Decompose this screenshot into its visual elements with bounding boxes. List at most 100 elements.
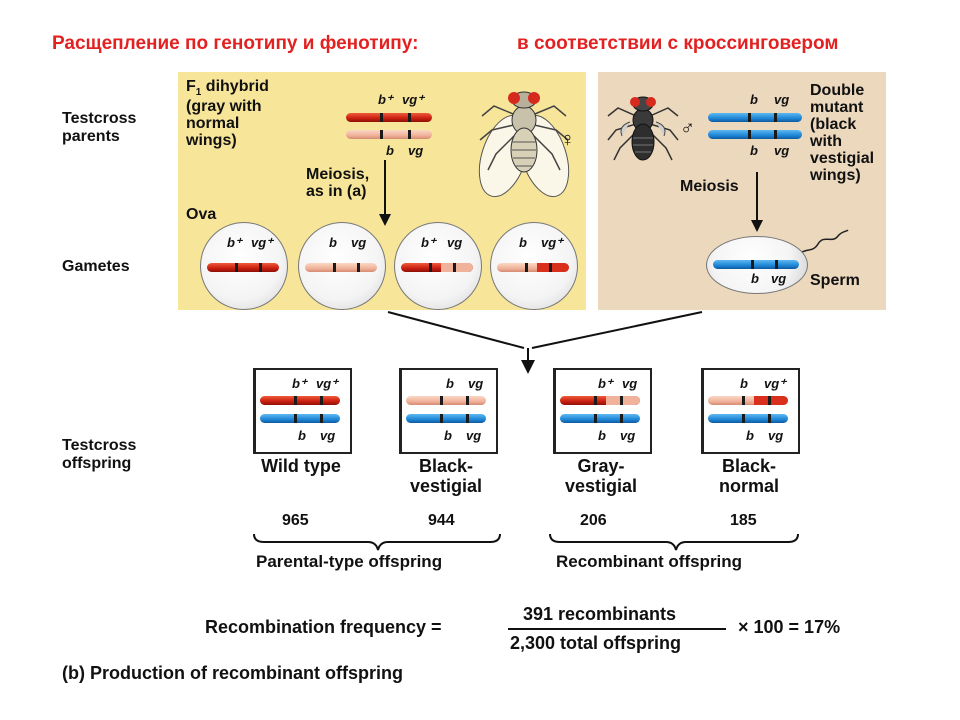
- ovum-2-chromosome: [305, 263, 377, 272]
- meiosis-label-left: Meiosis, as in (a): [306, 166, 369, 200]
- offspring-2-allele-bottom-vg: vg: [466, 428, 482, 443]
- sperm-label: Sperm: [810, 272, 860, 289]
- offspring-1-allele-bottom-b: b: [298, 428, 306, 443]
- offspring-1-allele-top-b: b⁺: [292, 376, 307, 391]
- ovum-1-allele-vg: vg⁺: [251, 235, 274, 250]
- formula-label: Recombination frequency =: [205, 617, 442, 637]
- ovum-1: b⁺ vg⁺: [200, 222, 288, 310]
- count-gray-vestigial: 206: [580, 512, 607, 529]
- offspring-3-allele-bottom-b: b: [598, 428, 606, 443]
- sperm-allele-b: b: [751, 271, 759, 286]
- ovum-4-chromosome: [497, 263, 569, 272]
- male-desc-line3: (black: [810, 116, 857, 133]
- grouping-braces-icon: [253, 533, 799, 551]
- phenotype-4-line2: normal: [718, 476, 779, 496]
- recombinant-label: Recombinant offspring: [556, 552, 743, 571]
- offspring-3-allele-bottom-vg: vg: [620, 428, 636, 443]
- male-desc-line1: Double: [810, 82, 865, 99]
- f1-desc-line3: wings): [186, 132, 237, 149]
- offspring-2-chromosome-top: [406, 396, 486, 405]
- phenotype-3-line1: Gray-: [577, 456, 625, 476]
- label-gametes: Gametes: [62, 258, 130, 275]
- meiosis-arrow-left-icon: [379, 160, 391, 226]
- male-allele-vg-bottom: vg: [774, 143, 790, 158]
- offspring-1-allele-bottom-vg: vg: [320, 428, 336, 443]
- offspring-4-allele-top-vg: vg⁺: [764, 376, 787, 391]
- sperm-tail-icon: [795, 229, 849, 259]
- sperm-chromosome: [713, 260, 799, 269]
- label-testcross-offspring-line1: Testcross: [62, 437, 137, 454]
- f1-desc-line2: normal: [186, 115, 240, 132]
- offspring-1-chromosome-bottom: [260, 414, 340, 423]
- phenotype-gray-vestigial: Gray- vestigial: [536, 456, 666, 496]
- double-mutant-description: Double mutant (black with vestigial wing…: [810, 82, 874, 184]
- offspring-3-chromosome-top: [560, 396, 640, 405]
- offspring-3-allele-top-b: b⁺: [598, 376, 613, 391]
- male-desc-line4: with: [810, 133, 842, 150]
- label-testcross-parents-line1: Testcross: [62, 110, 137, 127]
- gray-fly-icon: [478, 91, 570, 198]
- male-allele-vg-top: vg: [774, 92, 790, 107]
- label-testcross-offspring: Testcross offspring: [62, 437, 136, 473]
- offspring-4-allele-top-b: b: [740, 376, 748, 391]
- ovum-2-allele-vg: vg: [351, 235, 367, 250]
- offspring-2-allele-bottom-b: b: [444, 428, 452, 443]
- meiosis-arrow-right-icon: [751, 172, 763, 232]
- offspring-2-chromosome-bottom: [406, 414, 486, 423]
- phenotype-black-vestigial: Black- vestigial: [381, 456, 511, 496]
- ovum-1-chromosome: [207, 263, 279, 272]
- offspring-3-allele-top-vg: vg: [622, 376, 638, 391]
- phenotype-black-normal: Black- normal: [684, 456, 814, 496]
- offspring-box-wild-type: b⁺ vg⁺ b vg: [253, 368, 352, 454]
- male-allele-b-top: b: [750, 92, 758, 107]
- male-chromosome-1: [708, 113, 802, 122]
- male-parent-panel: ♂ b vg b vg Double mutant (black with ve…: [598, 72, 886, 310]
- fraction-bar: [508, 628, 726, 630]
- ovum-1-allele-b: b⁺: [227, 235, 242, 250]
- phenotype-3-line2: vestigial: [564, 476, 638, 496]
- female-parent-panel: F1 dihybrid (gray with normal wings) b⁺ …: [178, 72, 586, 310]
- ovum-4-allele-b: b: [519, 235, 527, 250]
- black-fly-icon: [607, 96, 679, 161]
- phenotype-2-line1: Black-: [418, 456, 474, 476]
- parent-allele-bplus: b⁺: [378, 92, 393, 107]
- parent-allele-vg: vg: [408, 143, 424, 158]
- male-desc-line5: vestigial: [810, 150, 875, 167]
- parental-type-label: Parental-type offspring: [256, 552, 443, 571]
- male-symbol: ♂: [680, 117, 695, 139]
- parent-allele-vgplus: vg⁺: [402, 92, 425, 107]
- male-allele-b-bottom: b: [750, 143, 758, 158]
- meiosis-label-right: Meiosis: [680, 178, 739, 195]
- figure-caption: (b) Production of recombinant offspring: [62, 663, 403, 683]
- ovum-2-allele-b: b: [329, 235, 337, 250]
- phenotype-wild-type: Wild type: [236, 456, 366, 476]
- phenotype-2-line2: vestigial: [409, 476, 483, 496]
- ovum-4-allele-vg: vg⁺: [541, 235, 564, 250]
- phenotype-4-line1: Black-: [721, 456, 777, 476]
- male-desc-line2: mutant: [810, 99, 864, 116]
- ovum-3-allele-b: b⁺: [421, 235, 436, 250]
- title-left: Расщепление по генотипу и фенотипу:: [52, 33, 419, 54]
- label-testcross-offspring-line2: offspring: [62, 455, 132, 472]
- ovum-3-allele-vg: vg: [447, 235, 463, 250]
- offspring-4-allele-bottom-b: b: [746, 428, 754, 443]
- title-right: в соответствии с кроссинговером: [517, 33, 839, 54]
- count-black-vestigial: 944: [428, 512, 455, 529]
- ovum-3: b⁺ vg: [394, 222, 482, 310]
- label-testcross-parents: Testcross parents: [62, 110, 136, 146]
- f1-desc-line1: (gray with: [186, 98, 262, 115]
- meiosis-left-line1: Meiosis,: [306, 166, 370, 183]
- offspring-box-gray-vestigial: b⁺ vg b vg: [553, 368, 652, 454]
- female-symbol: ♀: [560, 129, 575, 151]
- offspring-4-allele-bottom-vg: vg: [768, 428, 784, 443]
- offspring-4-chromosome-top: [708, 396, 788, 405]
- parent-chromosome-pink: [346, 130, 432, 139]
- ovum-2: b vg: [298, 222, 386, 310]
- sperm-allele-vg: vg: [771, 271, 787, 286]
- count-black-normal: 185: [730, 512, 757, 529]
- ovum-3-chromosome: [401, 263, 473, 272]
- ova-label: Ova: [186, 206, 217, 223]
- offspring-1-allele-top-vg: vg⁺: [316, 376, 339, 391]
- parent-chromosome-red: [346, 113, 432, 122]
- formula-result: × 100 = 17%: [738, 617, 841, 637]
